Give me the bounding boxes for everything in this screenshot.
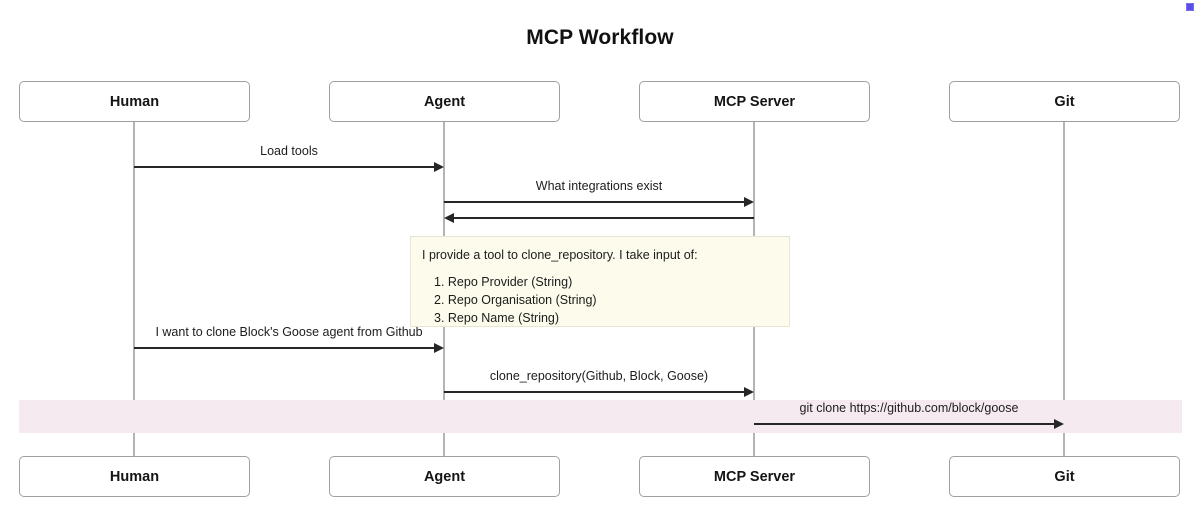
participant-mcp-server-top[interactable]: MCP Server: [639, 81, 870, 122]
participant-label: Git: [1054, 93, 1075, 110]
message-line: [444, 201, 744, 203]
message-label: clone_repository(Github, Block, Goose): [489, 369, 709, 383]
participant-label: Agent: [423, 468, 466, 485]
lifeline-human: [133, 122, 135, 456]
participant-label: Human: [109, 93, 160, 110]
message-line: [134, 166, 434, 168]
lifeline-git: [1063, 122, 1065, 456]
arrowhead-left-icon: [444, 213, 454, 223]
participant-human-top[interactable]: Human: [19, 81, 250, 122]
participant-mcp-server-bottom[interactable]: MCP Server: [639, 456, 870, 497]
message-label: Load tools: [260, 144, 318, 158]
arrowhead-right-icon: [434, 162, 444, 172]
message-label: I want to clone Block's Goose agent from…: [155, 325, 423, 339]
participant-label: Human: [109, 468, 160, 485]
note-list-item: 3. Repo Name (String): [434, 310, 560, 325]
note-heading: I provide a tool to clone_repository. I …: [422, 248, 698, 262]
git-clone-highlight-band: [19, 400, 1182, 433]
note-input-list: 1. Repo Provider (String) 2. Repo Organi…: [422, 274, 789, 327]
participant-git-top[interactable]: Git: [949, 81, 1180, 122]
note-list-item: 2. Repo Organisation (String): [434, 292, 597, 307]
note-list-item: 1. Repo Provider (String): [434, 275, 573, 289]
message-line: [754, 423, 1054, 425]
participant-label: MCP Server: [713, 468, 796, 485]
participant-label: MCP Server: [713, 93, 796, 110]
arrowhead-right-icon: [744, 197, 754, 207]
page-title: MCP Workflow: [526, 26, 674, 49]
message-line: [454, 217, 754, 219]
corner-marker-icon: [1186, 3, 1194, 11]
participant-agent-top[interactable]: Agent: [329, 81, 560, 122]
arrowhead-right-icon: [744, 387, 754, 397]
participant-agent-bottom[interactable]: Agent: [329, 456, 560, 497]
message-line: [444, 391, 744, 393]
arrowhead-right-icon: [1054, 419, 1064, 429]
note-clone-repository-tool: I provide a tool to clone_repository. I …: [410, 236, 790, 327]
participant-human-bottom[interactable]: Human: [19, 456, 250, 497]
message-label: What integrations exist: [535, 179, 663, 193]
arrowhead-right-icon: [434, 343, 444, 353]
participant-label: Agent: [423, 93, 466, 110]
message-line: [134, 347, 434, 349]
participant-label: Git: [1054, 468, 1075, 485]
message-label: git clone https://github.com/block/goose: [799, 401, 1019, 415]
participant-git-bottom[interactable]: Git: [949, 456, 1180, 497]
